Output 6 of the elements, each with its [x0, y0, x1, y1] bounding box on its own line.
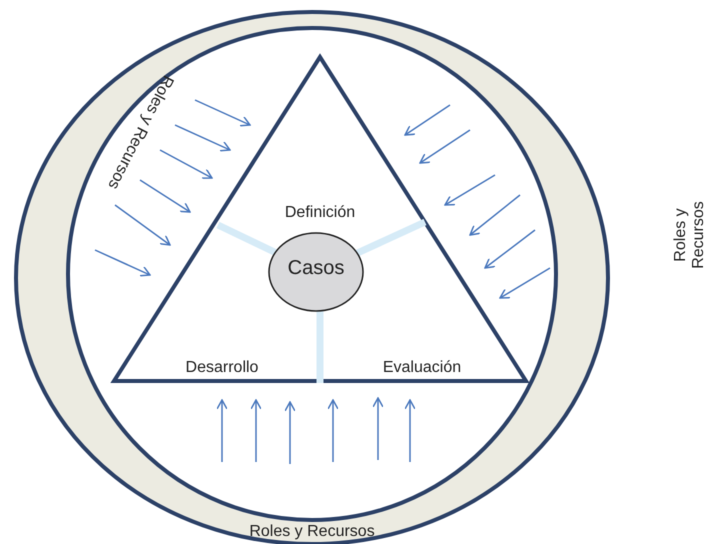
section-label: Desarrollo [186, 359, 258, 377]
section-label: Definición [284, 204, 356, 222]
section-label: Evaluación [382, 359, 462, 377]
ring-label: Roles y Recursos [249, 523, 375, 541]
side-label: Roles y Recursos [672, 200, 708, 271]
node-label: Casos [288, 257, 344, 279]
